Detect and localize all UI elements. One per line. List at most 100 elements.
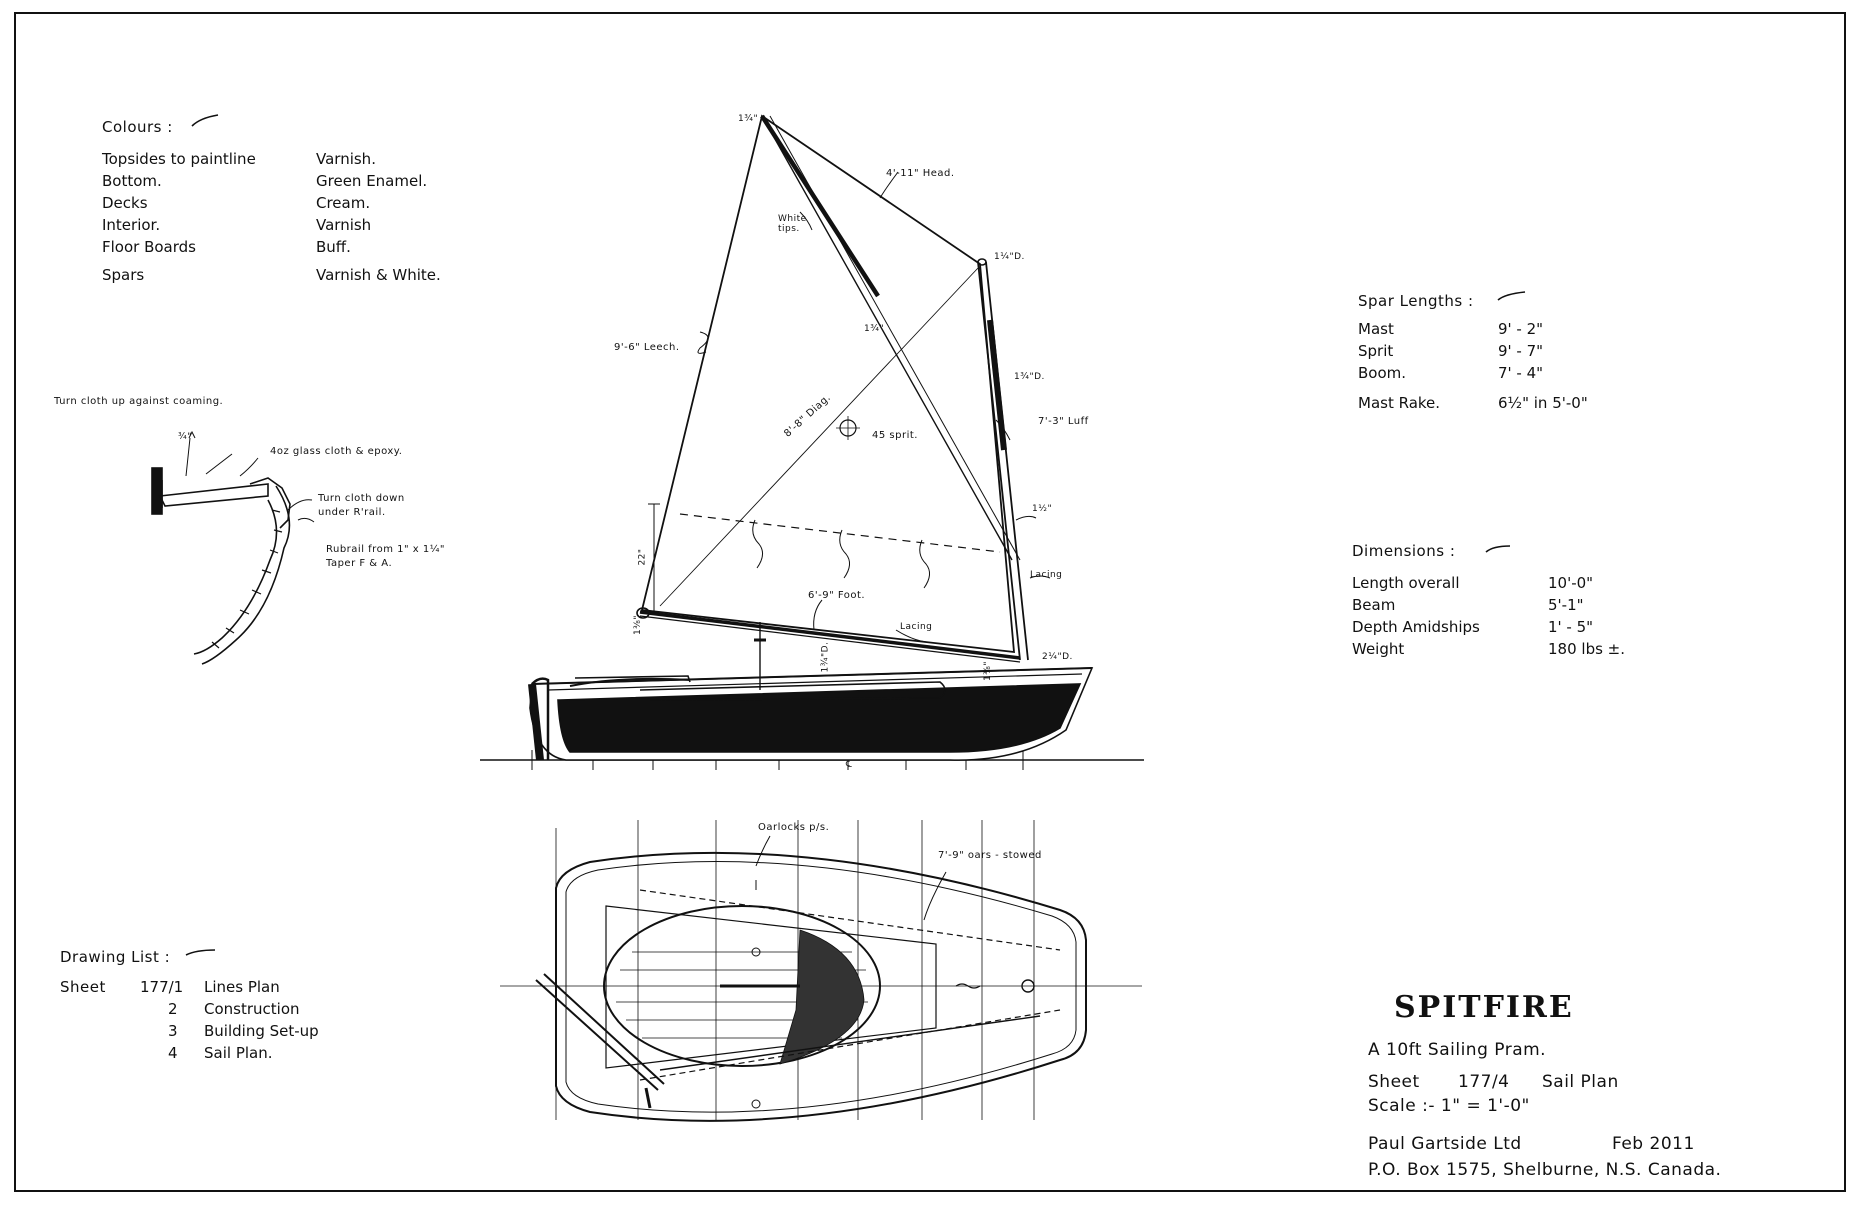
table-row: Depth Amidships 1' - 5" — [1352, 616, 1625, 638]
designer-address: P.O. Box 1575, Shelburne, N.S. Canada. — [1368, 1160, 1722, 1180]
boat-subtitle: A 10ft Sailing Pram. — [1368, 1040, 1547, 1060]
label-mast-dia-low: 1½" — [1032, 504, 1053, 514]
note-turn-cloth-up: Turn cloth up against coaming. — [54, 396, 224, 407]
label-sprit-dia: 1¾" — [864, 324, 885, 334]
colour-finish: Varnish — [316, 216, 372, 234]
drawing-list-heading: Drawing List : — [60, 948, 171, 966]
table-row: Spars Varnish & White. — [102, 258, 441, 286]
colour-item: Decks — [102, 194, 148, 212]
spar-item: Mast — [1358, 320, 1394, 338]
table-row: 2 Construction — [140, 998, 319, 1020]
label-lacing-boom: Lacing — [900, 622, 933, 632]
colour-finish: Varnish & White. — [316, 266, 441, 284]
spar-item: Sprit — [1358, 342, 1394, 360]
drawing-no: 2 — [168, 1000, 178, 1018]
sheet-number: 177/4 — [1458, 1072, 1510, 1092]
table-row: 3 Building Set-up — [140, 1020, 319, 1042]
colour-finish: Cream. — [316, 194, 371, 212]
drawing-no: 3 — [168, 1022, 178, 1040]
label-leech: 9'-6" Leech. — [614, 342, 680, 353]
dimensions-heading: Dimensions : — [1352, 542, 1456, 560]
label-reef-dim: 22" — [637, 548, 648, 566]
colour-item: Floor Boards — [102, 238, 196, 256]
dimension-item: Depth Amidships — [1352, 618, 1480, 636]
colour-finish: Varnish. — [316, 150, 376, 168]
sail-plan-profile — [480, 114, 1144, 770]
plan-view-drawing — [500, 820, 1142, 1122]
section-detail-drawing — [151, 430, 315, 665]
drawing-list-sheet-label: Sheet — [60, 978, 106, 996]
label-sprit-angle: 45 sprit. — [872, 430, 918, 441]
colour-item: Spars — [102, 266, 145, 284]
label-luff: 7'-3" Luff — [1038, 416, 1089, 427]
drawing-no: 4 — [168, 1044, 178, 1062]
dimension-value: 180 lbs ±. — [1548, 640, 1626, 658]
colour-item: Topsides to paintline — [102, 150, 256, 168]
dimension-item: Length overall — [1352, 574, 1460, 592]
note-glass-cloth: 4oz glass cloth & epoxy. — [270, 446, 403, 457]
spar-value: 9' - 2" — [1498, 320, 1544, 338]
dim-coaming: ¾" — [178, 432, 192, 442]
table-row: 177/1 Lines Plan — [140, 976, 319, 998]
label-masthead: 1¾" — [738, 114, 759, 124]
spar-value: 9' - 7" — [1498, 342, 1544, 360]
scale-note: Scale :- 1" = 1'-0" — [1368, 1096, 1530, 1116]
dimension-item: Beam — [1352, 596, 1396, 614]
label-mast-foot: 2¼"D. — [1042, 652, 1073, 662]
colour-item: Interior. — [102, 216, 161, 234]
label-mast-foot-dim: 1⅜" — [983, 660, 994, 682]
drawing-name: Lines Plan — [204, 978, 280, 996]
spar-heading-flourish — [1497, 291, 1526, 301]
table-row: Weight 180 lbs ±. — [1352, 638, 1625, 660]
dimension-value: 5'-1" — [1548, 596, 1584, 614]
drawing-name: Building Set-up — [204, 1022, 319, 1040]
table-row: Floor Boards Buff. — [102, 236, 441, 258]
drawing-name: Construction — [204, 1000, 300, 1018]
label-mast-dia-mid: 1¾"D. — [1014, 372, 1045, 382]
note-taper: Taper F & A. — [326, 558, 393, 569]
spar-value: 6½" in 5'-0" — [1498, 394, 1588, 412]
spar-item: Boom. — [1358, 364, 1407, 382]
colours-heading: Colours : — [102, 118, 173, 136]
drawing-list-table: 177/1 Lines Plan 2 Construction 3 Building … — [140, 976, 319, 1064]
table-row: Mast Rake. 6½" in 5'-0" — [1358, 384, 1588, 414]
table-row: Topsides to paintline Varnish. — [102, 148, 441, 170]
table-row: Boom.7' - 4" — [1358, 362, 1588, 384]
spar-lengths-table: Mast 9' - 2" Sprit 9' - 7" Boom.7' - 4" Ma… — [1358, 318, 1588, 414]
table-row: Sprit 9' - 7" — [1358, 340, 1588, 362]
table-row: Interior. Varnish — [102, 214, 441, 236]
drawing-no: 177/1 — [140, 978, 184, 996]
spar-lengths-heading: Spar Lengths : — [1358, 292, 1474, 310]
note-rubrail: Rubrail from 1" x 1¼" — [326, 544, 446, 555]
dimension-item: Weight — [1352, 640, 1405, 658]
note-turn-cloth-down: Turn cloth down under R'rail. — [318, 493, 405, 518]
drawing-border — [14, 12, 1846, 1192]
table-row: Bottom.Green Enamel. — [102, 170, 441, 192]
label-foot: 6'-9" Foot. — [808, 590, 866, 601]
drawing-list-heading-flourish — [185, 949, 216, 956]
label-oars-stowed: 7'-9" oars - stowed — [938, 850, 1042, 861]
table-row: 4 Sail Plan. — [140, 1042, 319, 1064]
colour-item: Bottom. — [102, 172, 162, 190]
table-row: Mast 9' - 2" — [1358, 318, 1588, 340]
sheet-title: Sail Plan — [1542, 1072, 1619, 1092]
table-row: Decks Cream. — [102, 192, 441, 214]
label-white-tips: White tips. — [778, 214, 807, 234]
dimension-value: 1' - 5" — [1548, 618, 1594, 636]
designer-name: Paul Gartside Ltd — [1368, 1134, 1522, 1154]
label-sprit-dia-top: 1¼"D. — [994, 252, 1025, 262]
colours-table: Topsides to paintline Varnish. Bottom.Gre… — [102, 148, 441, 286]
spar-item: Mast Rake. — [1358, 394, 1441, 412]
label-lacing-mast: Lacing — [1030, 570, 1063, 580]
table-row: Length overall 10'-0" — [1352, 572, 1625, 594]
boat-name-title: SPITFIRE — [1394, 990, 1574, 1025]
label-boom-dia: 1¾"D. — [820, 641, 831, 673]
dimension-value: 10'-0" — [1548, 574, 1594, 592]
colour-finish: Buff. — [316, 238, 351, 256]
sheet-label: Sheet — [1368, 1072, 1420, 1092]
drawing-name: Sail Plan. — [204, 1044, 273, 1062]
dimensions-table: Length overall 10'-0" Beam 5'-1" Depth Ami… — [1352, 572, 1625, 660]
table-row: Beam 5'-1" — [1352, 594, 1625, 616]
dimensions-heading-flourish — [1485, 545, 1511, 553]
